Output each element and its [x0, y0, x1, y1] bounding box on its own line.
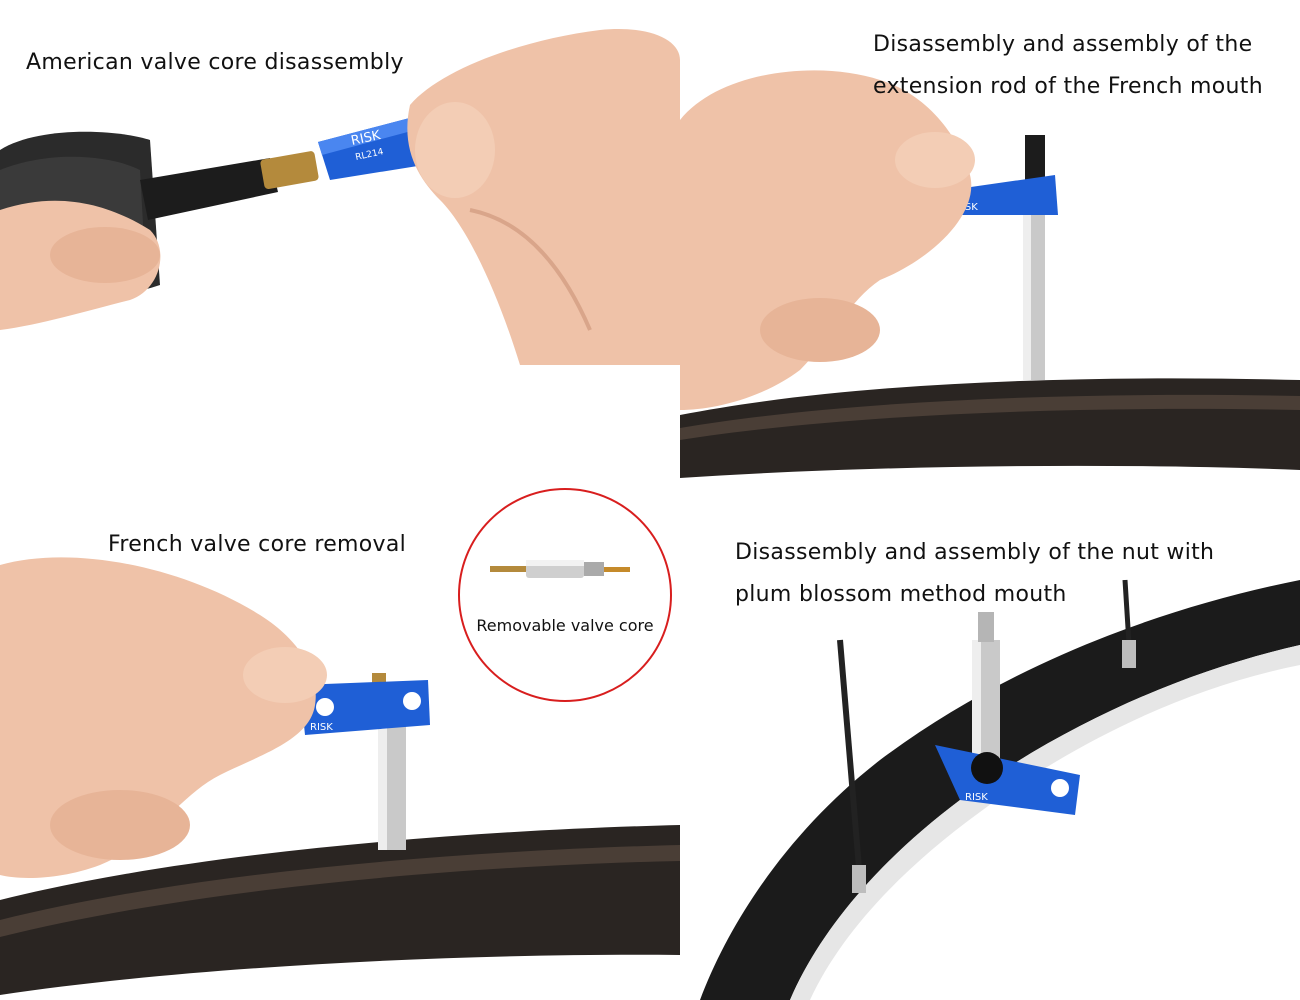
french-core-illustration: RISK — [0, 557, 680, 995]
tool-brand-text: RISK — [310, 722, 333, 733]
valve-tool: RISK — [300, 680, 430, 735]
caption-plum-blossom-line2: plum blossom method mouth — [735, 582, 1067, 607]
photo-plum-blossom-nut: RISK Disassembly and assembly of the nut… — [680, 520, 1300, 1000]
french-extension-illustration: RISK — [680, 70, 1300, 478]
valve-tool: RISK — [935, 745, 1080, 815]
tool-brand-text: RISK — [350, 128, 383, 149]
photo-american-valve: RISK RL214 American valve core disassemb… — [0, 0, 680, 365]
caption-french-extension-line2: extension rod of the French mouth — [873, 74, 1263, 99]
tool-brand-text: RISK — [955, 202, 978, 213]
caption-plum-blossom-line1: Disassembly and assembly of the nut with — [735, 540, 1215, 565]
caption-french-extension-line1: Disassembly and assembly of the — [873, 32, 1253, 57]
caption-french-core: French valve core removal — [108, 532, 407, 557]
valve-tool: RISK — [950, 175, 1058, 215]
inset-valve-core: Removable valve core — [458, 488, 672, 702]
american-valve-illustration: RISK RL214 — [0, 29, 680, 365]
caption-american-valve: American valve core disassembly — [26, 50, 404, 75]
inset-label: Removable valve core — [476, 616, 654, 635]
plum-blossom-illustration: RISK — [700, 579, 1300, 1000]
tool-brand-text: RISK — [965, 792, 988, 803]
photo-french-extension: RISK Disassembly and assembly of the ext… — [680, 0, 1300, 480]
valve-core-icon — [490, 560, 630, 578]
